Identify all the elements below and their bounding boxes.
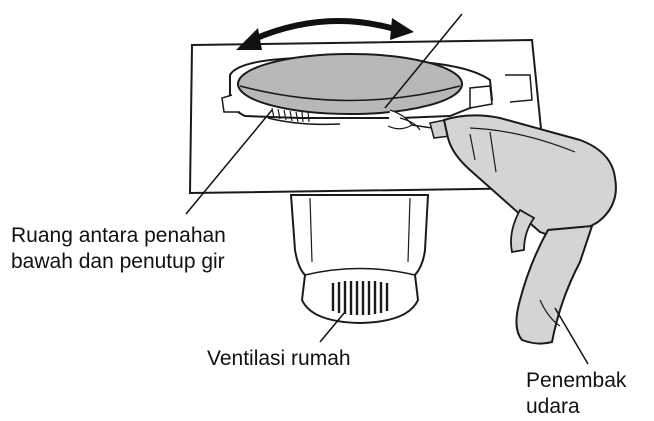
leader-line-vent [319, 311, 346, 343]
label-air-gun-line-2: udara [526, 395, 580, 418]
housing-vent-slots [331, 281, 389, 315]
motor-housing [289, 194, 430, 325]
label-gap-line-2: bawah dan penutup gir [11, 250, 225, 273]
gear-cover-disc [237, 53, 463, 115]
air-gun [411, 114, 617, 345]
gear-teeth [271, 107, 310, 123]
label-gap-line-1: Ruang antara penahan [11, 224, 226, 247]
gear-cover-assembly [221, 53, 494, 131]
leader-line-top [384, 13, 463, 109]
rotation-arrow [236, 18, 414, 50]
leader-line-air-gun [554, 307, 589, 365]
leader-line-gap [185, 109, 273, 215]
label-air-gun-line-1: Penembak [526, 369, 627, 392]
label-housing-vent: Ventilasi rumah [207, 347, 351, 370]
plate-edge-detail [505, 74, 533, 103]
